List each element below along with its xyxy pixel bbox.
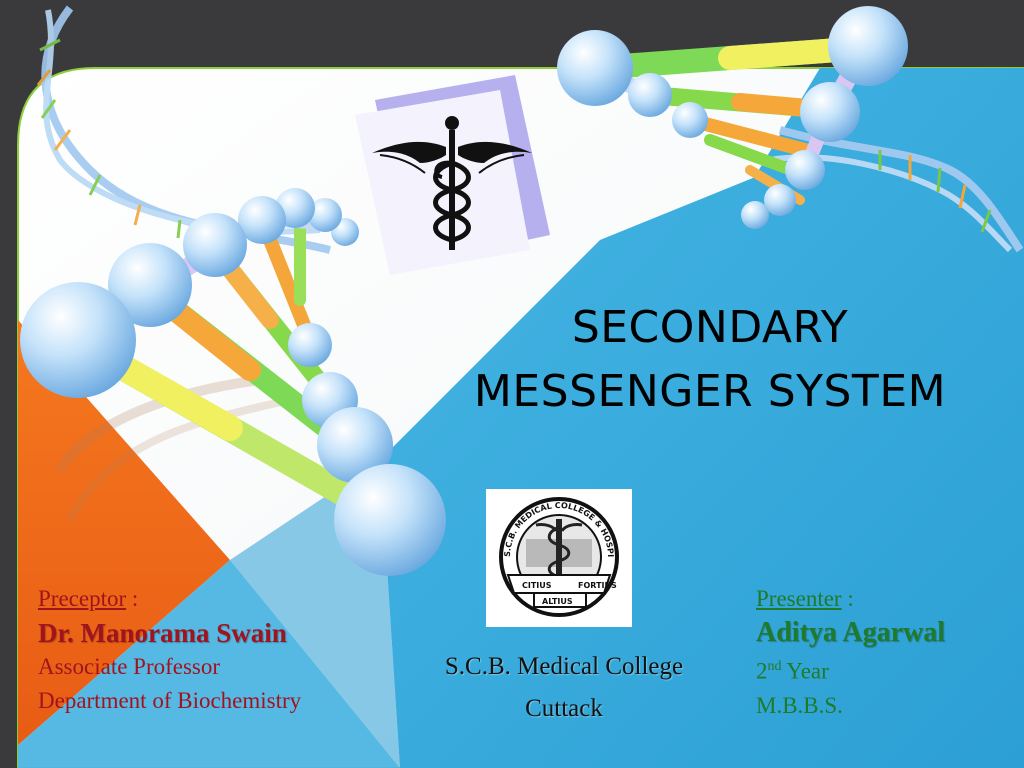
presenter-block: Presenter : Aditya Agarwal 2nd Year M.B.…	[756, 582, 1016, 723]
seal-motto-left: CITIUS	[522, 581, 552, 590]
preceptor-role: Preceptor	[38, 586, 127, 611]
seal-motto-mid: ALTIUS	[542, 597, 573, 606]
preceptor-designation: Associate Professor	[38, 654, 221, 679]
preceptor-separator: :	[126, 586, 139, 611]
caduceus-icon	[355, 75, 550, 275]
presenter-name: Aditya Agarwal	[756, 617, 945, 648]
college-seal-icon: CITIUS FORTIUS ALTIUS S.C.B. MEDICAL COL…	[483, 482, 619, 617]
dna-helix-icon	[557, 6, 1024, 253]
preceptor-block: Preceptor : Dr. Manorama Swain Associate…	[38, 582, 398, 718]
presenter-role: Presenter	[756, 586, 842, 611]
college-city: Cuttack	[525, 695, 603, 722]
dna-helix-icon	[20, 5, 446, 576]
presenter-separator: :	[841, 586, 854, 611]
title-line-2: MESSENGER SYSTEM	[473, 366, 947, 417]
title-line-1: SECONDARY	[571, 302, 849, 353]
presenter-course: M.B.B.S.	[756, 692, 843, 718]
slide-title: SECONDARY MESSENGER SYSTEM	[420, 296, 1000, 424]
preceptor-department: Department of Biochemistry	[38, 688, 302, 713]
seal-motto-right: FORTIUS	[578, 581, 617, 590]
college-name-block: S.C.B. Medical College Cuttack	[405, 646, 723, 730]
college-seal: CITIUS FORTIUS ALTIUS S.C.B. MEDICAL COL…	[483, 482, 632, 627]
college-name: S.C.B. Medical College	[444, 653, 684, 680]
presenter-year: 2nd Year	[756, 658, 829, 684]
preceptor-name: Dr. Manorama Swain	[38, 618, 287, 648]
